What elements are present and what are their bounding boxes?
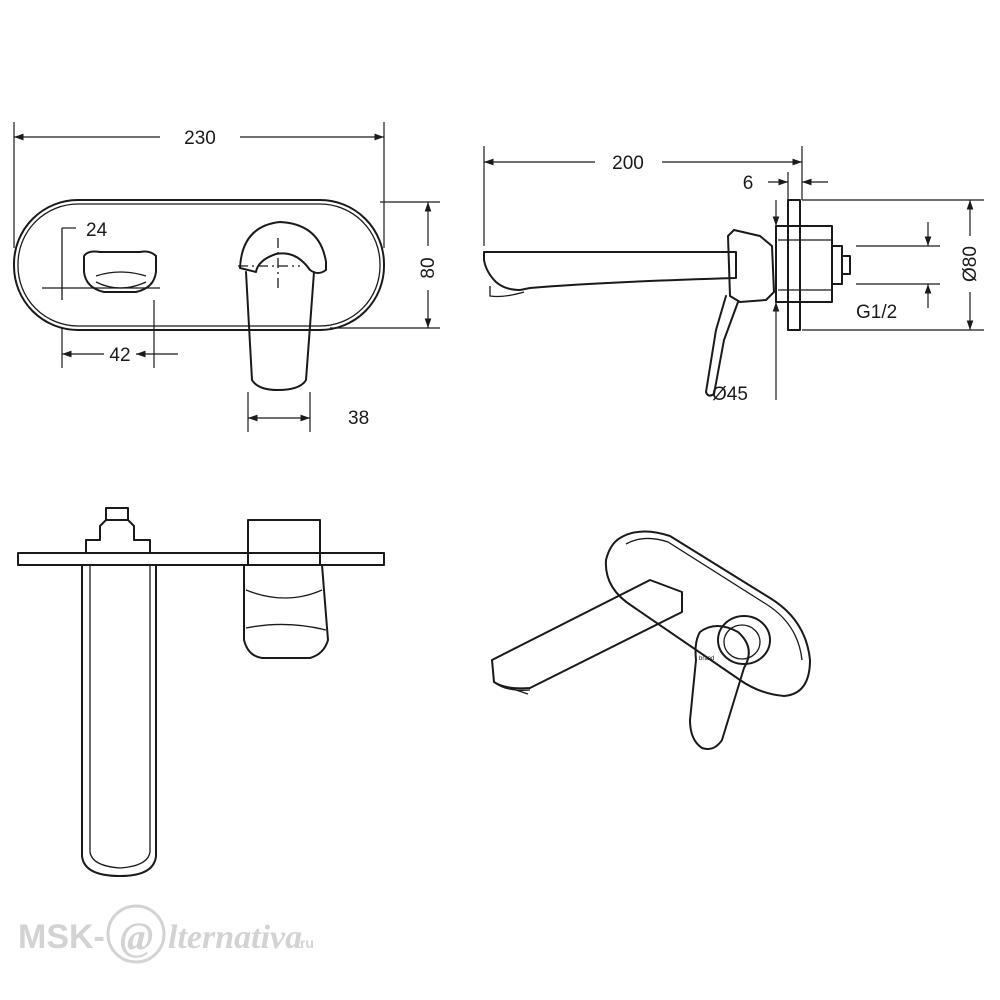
watermark-left: MSK- <box>18 918 105 956</box>
iso-logo-mark: brand <box>699 656 714 662</box>
dim-80-front: 80 <box>418 257 439 278</box>
dim-230: 230 <box>184 128 216 149</box>
dim-80-diameter: Ø80 <box>960 246 981 282</box>
dim-45-diameter: Ø45 <box>712 384 748 405</box>
watermark-at: @ <box>120 914 153 959</box>
dim-200: 200 <box>612 153 644 174</box>
top-back-plate <box>17 552 385 566</box>
spout-aerator <box>95 281 147 289</box>
iso-lever <box>689 625 750 750</box>
side-lever <box>705 295 739 397</box>
dim-6: 6 <box>743 173 754 194</box>
handle-cap <box>239 221 327 274</box>
side-spout <box>483 251 737 291</box>
side-dimensions: 200 6 Ø80 G1/2 Ø45 <box>483 146 984 405</box>
dim-38: 38 <box>348 408 369 429</box>
lever-handle <box>245 271 315 391</box>
front-back-plate-inner <box>17 203 381 327</box>
dim-24: 24 <box>86 220 108 241</box>
side-view <box>483 199 851 397</box>
dim-g12: G1/2 <box>856 302 897 323</box>
front-view <box>13 199 385 391</box>
top-view <box>17 507 385 877</box>
front-dimensions: 230 24 42 80 38 <box>13 122 440 432</box>
iso-back-plate <box>604 530 811 697</box>
isometric-view: brand <box>491 530 811 750</box>
side-flange <box>787 199 801 331</box>
front-back-plate <box>13 199 385 331</box>
top-spout <box>81 564 157 877</box>
dim-42: 42 <box>109 345 130 366</box>
watermark-suffix: .ru <box>296 935 314 951</box>
iso-handle-ring <box>717 615 771 665</box>
watermark: MSK- @ lternativa .ru <box>18 904 314 964</box>
side-body <box>727 229 775 303</box>
top-lever <box>243 564 329 659</box>
watermark-script: lternativa <box>168 919 302 956</box>
top-handle-mount <box>247 519 321 566</box>
iso-spout <box>491 579 683 690</box>
